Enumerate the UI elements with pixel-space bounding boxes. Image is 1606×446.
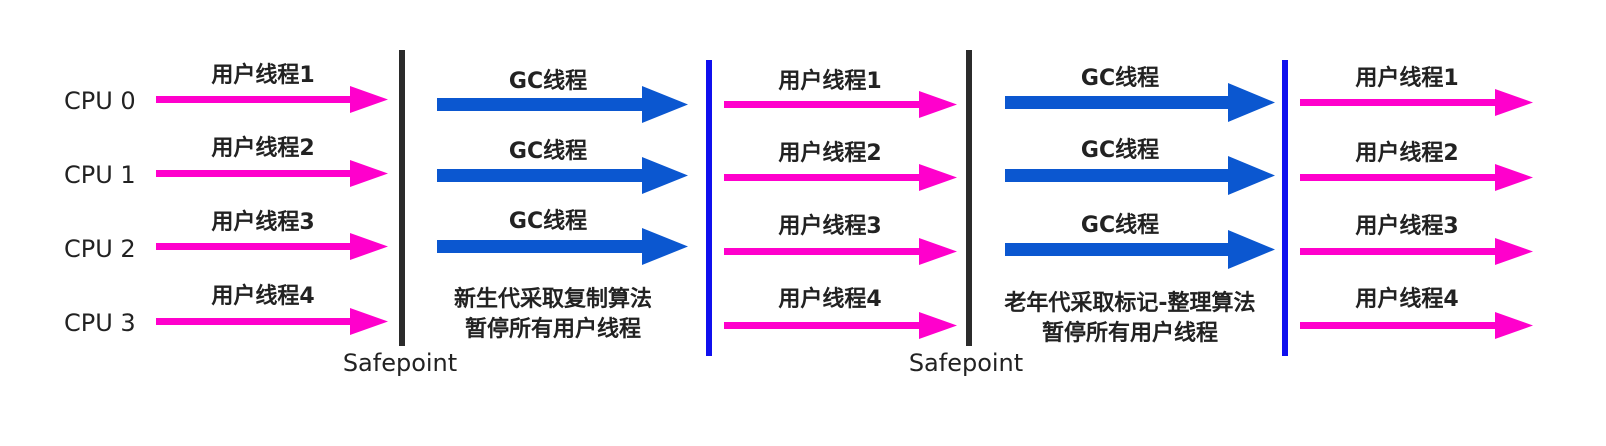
user-thread-arrow [156,86,388,113]
gc-thread-arrow [1005,83,1275,122]
user-thread-arrow [156,233,388,260]
user-threads-phase-3: 用户线程1 用户线程2 用户线程3 用户线程4 [1300,65,1533,339]
old-gc-note-line-2: 暂停所有用户线程 [1042,320,1218,346]
user-thread-arrow [156,160,388,187]
gc-thread-label: GC线程 [509,68,587,94]
young-gc-threads: GC线程 GC线程 GC线程 [437,68,688,265]
gc-thread-arrow [437,157,688,194]
safepoint-label-1: Safepoint [343,349,457,377]
resume-bar-1 [706,60,712,356]
gc-thread-label: GC线程 [1081,65,1159,91]
gc-thread-label: GC线程 [1081,212,1159,238]
safepoint-bar-2 [966,50,972,346]
gc-thread-arrow [437,228,688,265]
user-thread-label: 用户线程2 [1355,140,1458,166]
user-thread-label: 用户线程3 [1355,213,1458,239]
safepoint-label-2: Safepoint [909,349,1023,377]
young-gc-note-line-2: 暂停所有用户线程 [465,316,641,342]
user-thread-arrow [1300,164,1533,191]
gc-thread-arrow [437,86,688,123]
old-gc-note-line-1: 老年代采取标记-整理算法 [1003,290,1255,316]
user-thread-label: 用户线程2 [211,135,314,161]
cpu-label-0: CPU 0 [64,87,136,115]
user-threads-phase-2: 用户线程1 用户线程2 用户线程3 用户线程4 [724,68,957,339]
cpu-label-3: CPU 3 [64,309,136,337]
user-thread-label: 用户线程4 [211,283,314,309]
user-thread-arrow [724,91,957,118]
gc-thread-label: GC线程 [509,208,587,234]
young-gc-note-line-1: 新生代采取复制算法 [454,286,652,312]
cpu-label-2: CPU 2 [64,235,136,263]
user-thread-arrow [1300,312,1533,339]
user-thread-label: 用户线程3 [211,209,314,235]
cpu-label-1: CPU 1 [64,161,136,189]
user-thread-label: 用户线程1 [1355,65,1458,91]
resume-bar-2 [1282,60,1288,356]
user-thread-label: 用户线程4 [778,286,881,312]
user-thread-label: 用户线程4 [1355,286,1458,312]
user-thread-label: 用户线程1 [211,62,314,88]
user-threads-phase-1: 用户线程1 用户线程2 用户线程3 用户线程4 [156,62,388,335]
gc-thread-label: GC线程 [1081,137,1159,163]
user-thread-label: 用户线程3 [778,213,881,239]
user-thread-arrow [724,312,957,339]
user-thread-arrow [1300,238,1533,265]
user-thread-arrow [724,238,957,265]
user-thread-arrow [156,308,388,335]
old-gc-threads: GC线程 GC线程 GC线程 [1005,65,1275,269]
user-thread-label: 用户线程2 [778,140,881,166]
user-thread-label: 用户线程1 [778,68,881,94]
gc-thread-arrow [1005,230,1275,269]
user-thread-arrow [1300,89,1533,116]
gc-thread-label: GC线程 [509,138,587,164]
user-thread-arrow [724,164,957,191]
gc-thread-arrow [1005,156,1275,195]
safepoint-bar-1 [399,50,405,346]
